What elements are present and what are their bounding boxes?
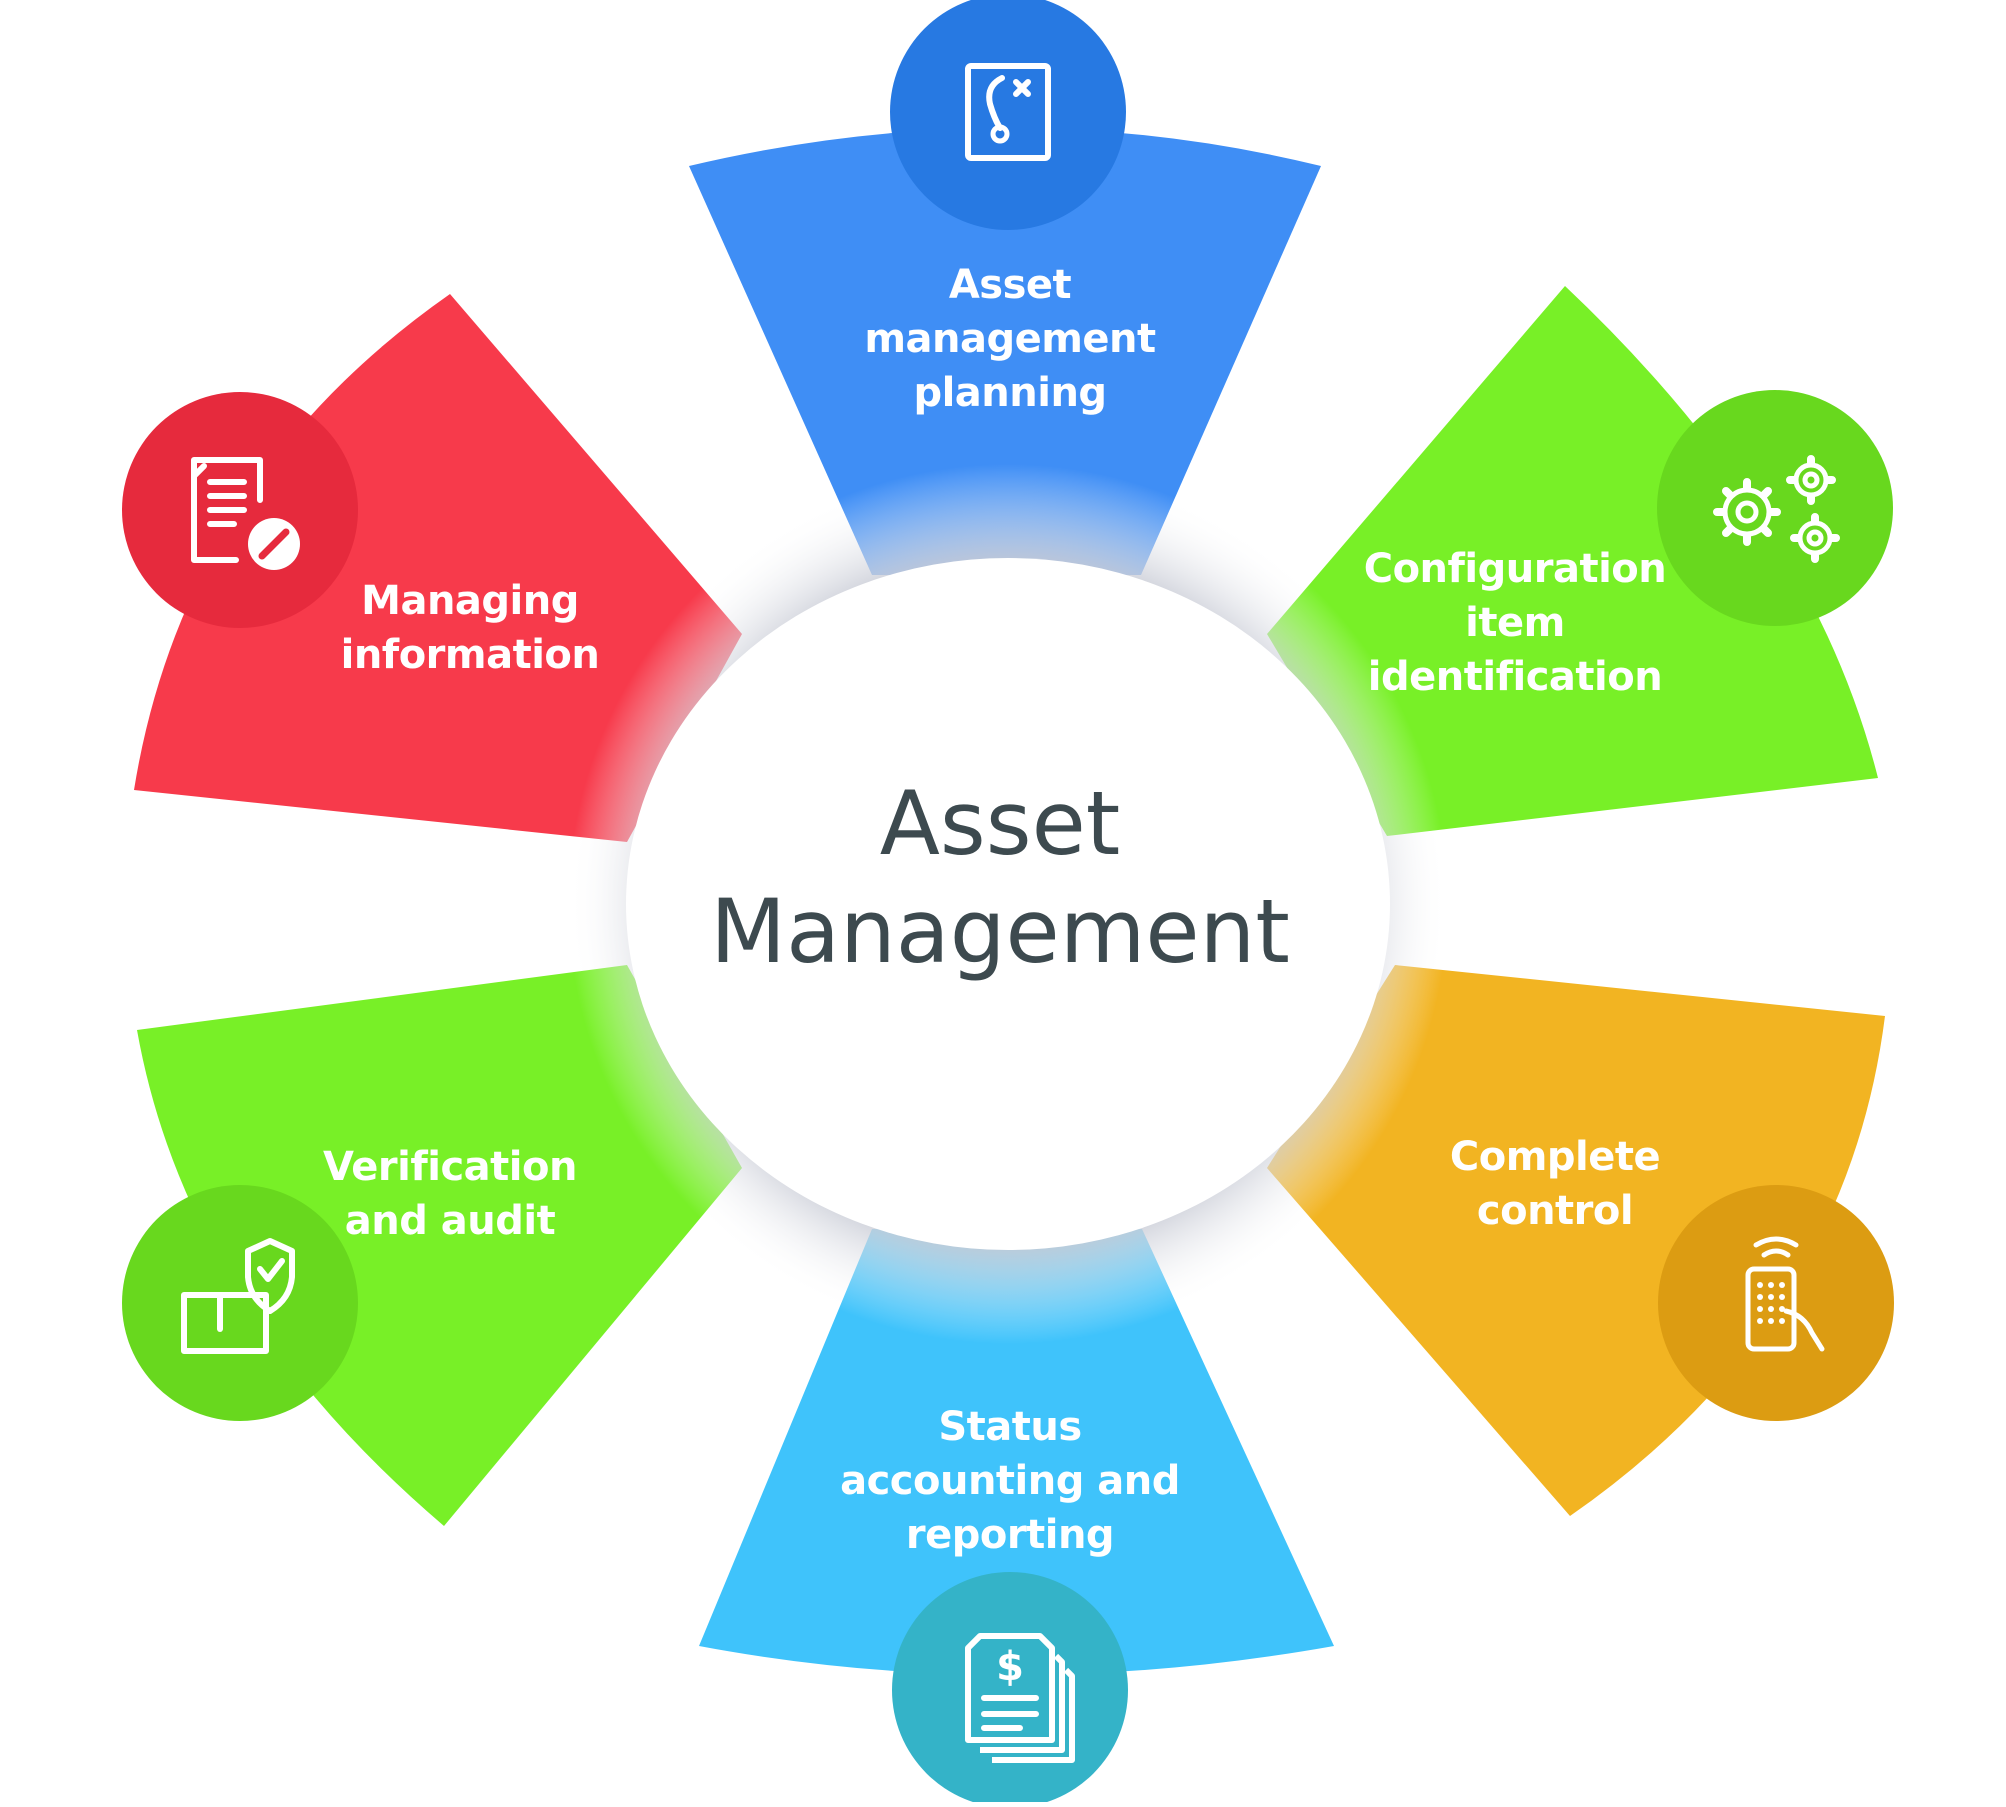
segment-label-verification-and-audit: Verification and audit (323, 1144, 577, 1244)
document-edit-icon[interactable] (122, 392, 358, 628)
segment-icons: $ (122, 0, 1894, 1807)
segment-label-complete-control: Complete control (1449, 1134, 1661, 1234)
segment-petals (134, 128, 1885, 1675)
remote-control-icon[interactable] (1658, 1185, 1894, 1421)
segment-complete-control-petal[interactable] (1267, 965, 1885, 1516)
strategy-board-icon[interactable] (890, 0, 1126, 230)
segment-status-accounting-and-reporting-petal[interactable] (699, 1229, 1334, 1675)
shield-check-box-icon[interactable] (122, 1185, 358, 1421)
segment-asset-management-planning-petal[interactable] (689, 128, 1321, 575)
segment-verification-and-audit-petal[interactable] (137, 965, 742, 1526)
center-title: Asset Management (710, 772, 1290, 983)
segment-label-status-accounting-and-reporting: Status accounting and reporting (840, 1404, 1180, 1558)
gears-icon[interactable] (1657, 390, 1893, 626)
segment-label-configuration-item-identification: Configuration item identification (1363, 546, 1667, 700)
segment-configuration-item-identification-petal[interactable] (1267, 286, 1878, 836)
invoice-documents-icon[interactable]: $ (892, 1572, 1128, 1807)
segment-managing-information-petal[interactable] (134, 294, 742, 842)
segment-label-managing-information: Managing information (340, 578, 600, 678)
center-disc (626, 558, 1390, 1250)
svg-text:$: $ (996, 1644, 1024, 1690)
segment-label-asset-management-planning: Asset management planning (864, 262, 1156, 416)
